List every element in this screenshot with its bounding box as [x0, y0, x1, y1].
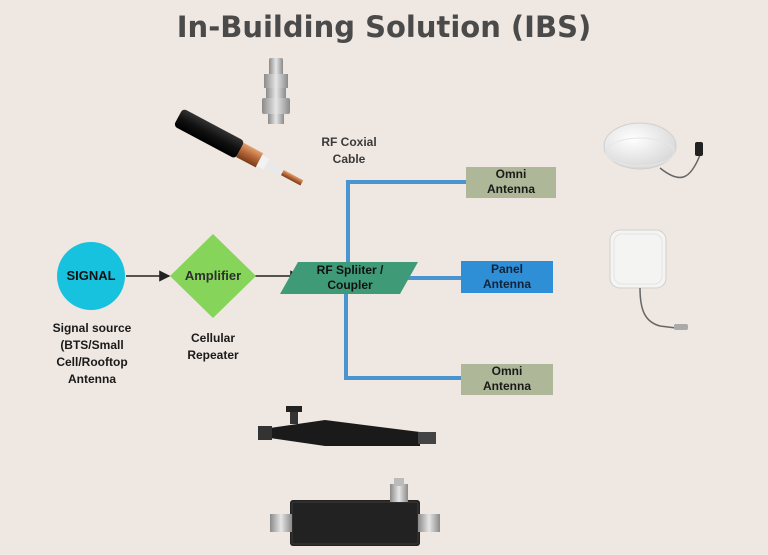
line-to-bottom-omni [344, 292, 461, 380]
signal-caption-line-4: Antenna [68, 372, 116, 386]
amplifier-node [170, 234, 256, 318]
panel-label-line-2: Antenna [483, 277, 531, 291]
signal-label: SIGNAL [66, 268, 116, 283]
signal-caption-line-1: Signal source [52, 321, 132, 335]
amplifier-caption-line-2: Repeater [187, 348, 239, 362]
panel-box [461, 261, 553, 293]
signal-caption-line-3: Cell/Rooftop [56, 355, 128, 369]
top-omni-label-line-1: Omni [495, 167, 527, 181]
page-title: In-Building Solution (IBS) [176, 10, 592, 44]
connection-lines [126, 180, 466, 380]
cable-caption-line-1: RF Coxial [321, 135, 377, 149]
panel-label-line-1: Panel [490, 262, 523, 276]
coax-cable-image [174, 109, 304, 186]
signal-caption-line-2: (BTS/Small [60, 338, 124, 352]
top-omni-label-line-2: Antenna [487, 182, 535, 196]
ceiling-antenna-image [603, 122, 703, 179]
amplifier-caption: Cellular Repeater [168, 330, 258, 364]
rf-connector-image [262, 58, 290, 124]
cable-caption-line-2: Cable [332, 152, 366, 166]
power-splitter-image [258, 406, 436, 446]
amplifier-label: Amplifier [184, 268, 242, 283]
splitter-label-line-2: Coupler [327, 278, 373, 292]
signal-node [57, 242, 125, 310]
panel-label: Panel Antenna [461, 262, 553, 292]
amplifier-caption-line-1: Cellular [190, 331, 235, 345]
panel-antenna-image [609, 229, 688, 330]
bottom-omni-label: Omni Antenna [461, 364, 553, 394]
line-to-top-omni [346, 180, 466, 262]
top-omni-label: Omni Antenna [466, 167, 556, 197]
cable-caption: RF Coxial Cable [304, 134, 394, 168]
signal-caption: Signal source (BTS/Small Cell/Rooftop An… [36, 320, 148, 388]
bottom-omni-label-line-2: Antenna [483, 379, 531, 393]
splitter-node [280, 262, 418, 294]
top-omni-box [466, 167, 556, 198]
bottom-omni-box [461, 364, 553, 395]
directional-coupler-image [270, 478, 440, 546]
splitter-label: RF Spliiter / Coupler [290, 263, 410, 293]
bottom-omni-label-line-1: Omni [491, 364, 523, 378]
splitter-label-line-1: RF Spliiter / [316, 263, 384, 277]
